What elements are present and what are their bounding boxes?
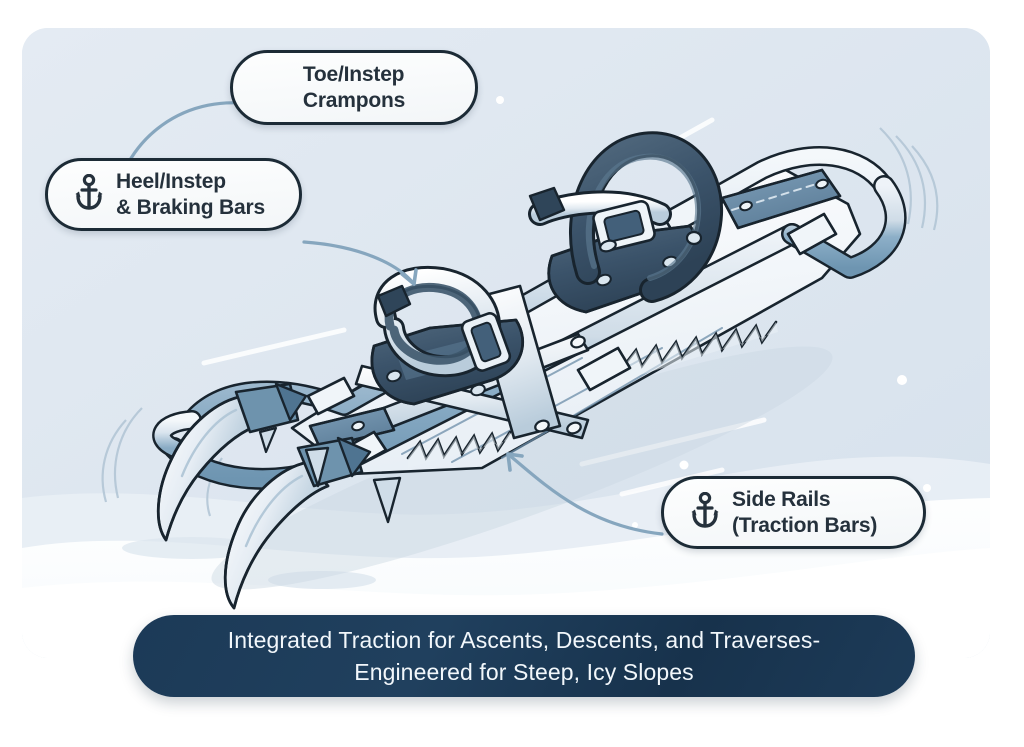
label-side-rails-traction-bars[interactable]: Side Rails (Traction Bars): [661, 476, 926, 549]
snowshoe: [152, 131, 907, 610]
snow-specks: [496, 96, 931, 528]
side-rail-connector: [506, 452, 664, 536]
front-binding: [370, 265, 525, 406]
label-side-rails-traction-bars-text: Side Rails (Traction Bars): [732, 487, 878, 537]
label-heel-instep-braking-bars-text: Heel/Instep & Braking Bars: [116, 169, 265, 219]
label-heel-instep-braking-bars[interactable]: Heel/Instep & Braking Bars: [45, 158, 302, 231]
motion-arcs: [101, 127, 939, 517]
illustration-panel: [22, 28, 990, 658]
caption-text: Integrated Traction for Ascents, Descent…: [227, 626, 821, 685]
label-toe-instep-crampons-text: Toe/Instep Crampons: [302, 62, 406, 112]
rear-binding: [528, 131, 724, 314]
anchor-icon: [74, 173, 104, 215]
snowshoe-illustration: [22, 28, 990, 658]
front-buckle: [460, 312, 512, 372]
label-toe-instep-crampons[interactable]: Toe/Instep Crampons: [230, 50, 478, 125]
caption-bar: Integrated Traction for Ascents, Descent…: [133, 615, 915, 697]
anchor-icon: [690, 491, 720, 533]
rear-buckle: [592, 200, 656, 252]
toe-crampons: [156, 382, 402, 610]
side-rail-teeth-fill: [408, 322, 778, 468]
